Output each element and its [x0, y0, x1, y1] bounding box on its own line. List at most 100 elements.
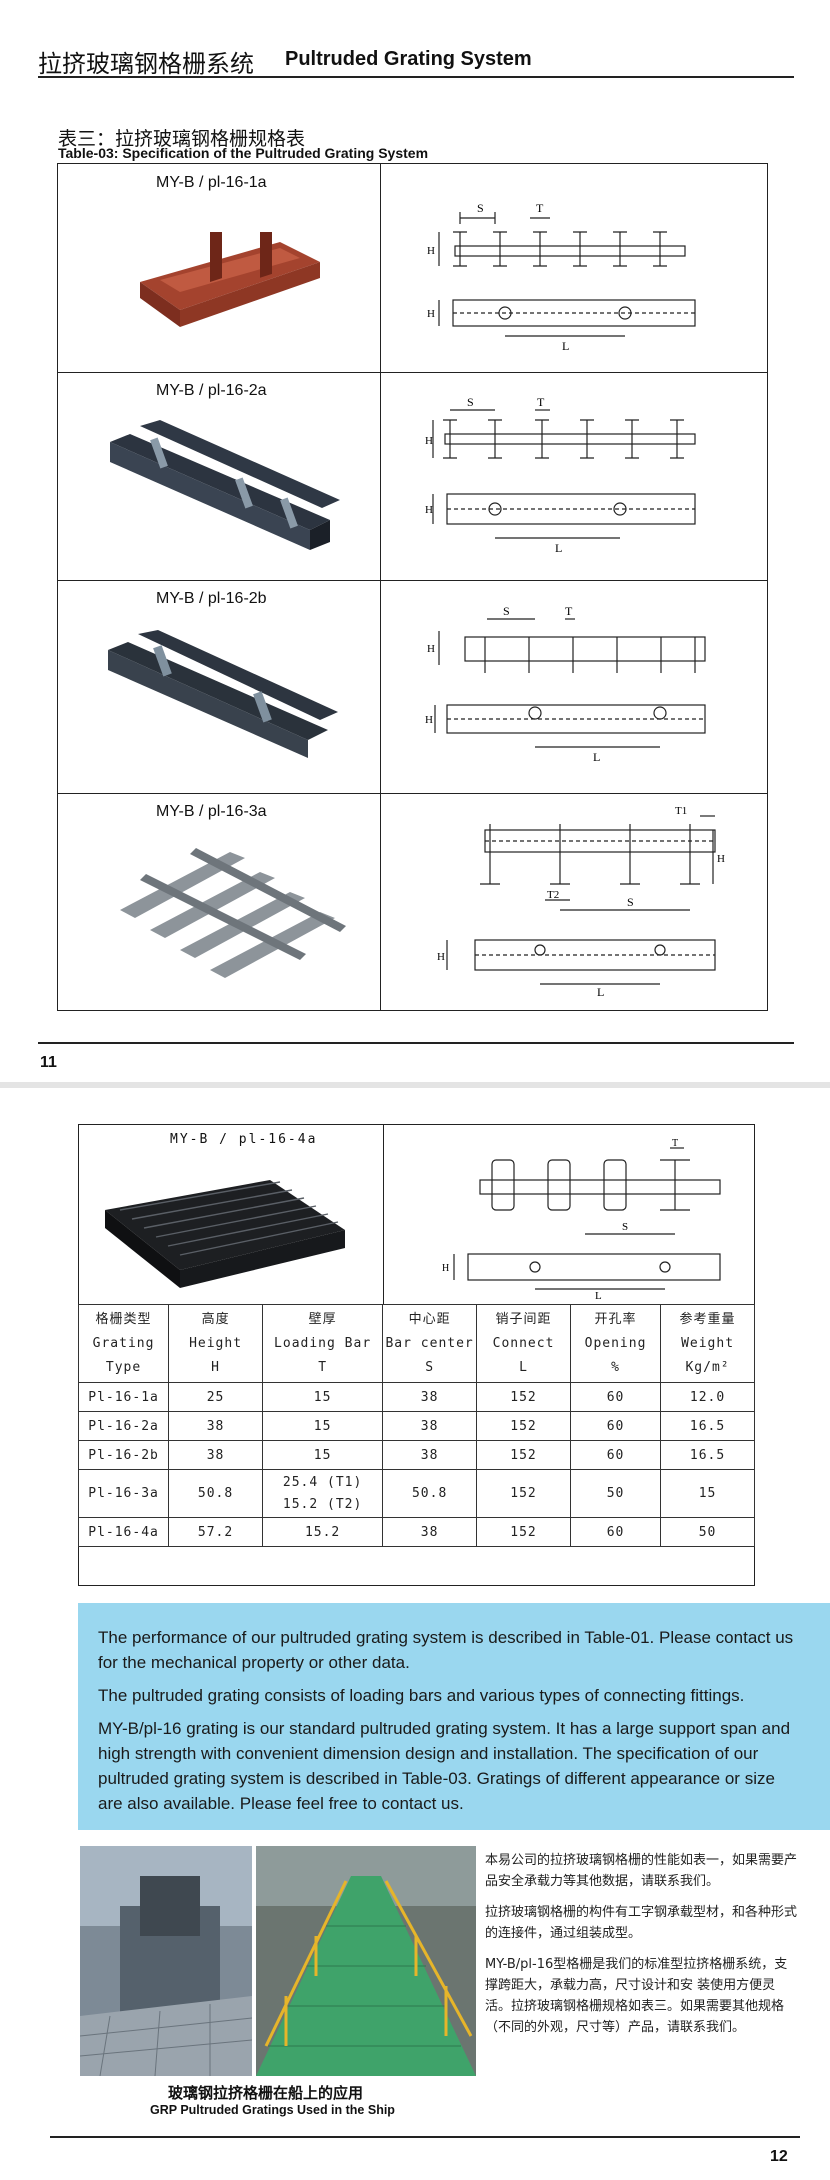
spec-header-line: S: [425, 1359, 435, 1375]
spec-cell: 50: [569, 1469, 662, 1518]
dim-label-h: H: [425, 714, 433, 726]
footer-rule: [50, 2136, 800, 2138]
spec-header-line: 开孔率: [594, 1311, 637, 1327]
model-label-2b: MY-B / pl-16-2b: [156, 590, 267, 607]
description-para-1: The performance of our pultruded grating…: [98, 1628, 794, 1672]
spec-header-line: 销子间距: [495, 1311, 552, 1327]
model-label-3a: MY-B / pl-16-3a: [156, 803, 267, 820]
drawing-2b: S T H H L: [425, 604, 706, 764]
dim-label-t: T: [672, 1138, 678, 1149]
spec-cell: Pl-16-3a: [77, 1469, 170, 1518]
product-image-2a: [110, 420, 340, 550]
spec-cell: 50: [660, 1517, 755, 1547]
photo-caption-en: GRP Pultruded Gratings Used in the Ship: [150, 2103, 395, 2117]
dim-label-s: S: [467, 395, 474, 409]
footer-rule: [38, 1042, 794, 1044]
spec-cell-line: 15.2 (T2): [282, 1496, 363, 1512]
description-para-2: The pultruded grating consists of loadin…: [98, 1686, 745, 1705]
cn-para-1: 本易公司的拉挤玻璃钢格栅的性能如表一，如果需要产品安全承载力等其他数据，请联系我…: [485, 1853, 798, 1889]
dim-label-h: H: [425, 435, 433, 447]
spec-cell: 38: [382, 1440, 478, 1470]
spec-header-line: 中心距: [408, 1311, 451, 1327]
model-label-1a: MY-B / pl-16-1a: [156, 174, 267, 191]
dim-label-l: L: [593, 750, 600, 764]
page-number-12: 12: [770, 2148, 788, 2165]
drawing-2a: S T H H L: [425, 395, 696, 555]
spec-cell: 15: [262, 1382, 384, 1412]
header-rule: [38, 76, 794, 78]
spec-cell: 152: [476, 1411, 571, 1441]
table3-title-en: Table-03: Specification of the Pultruded…: [58, 145, 429, 161]
spec-header-line: H: [211, 1359, 220, 1375]
spec-cell: 12.0: [660, 1382, 755, 1412]
dim-label-h: H: [427, 643, 435, 655]
dim-label-h: H: [425, 504, 433, 516]
spec-header-line: L: [519, 1359, 528, 1375]
table3-title-cn: 表三：拉挤玻璃钢格栅规格表: [58, 128, 306, 150]
spec-cell: 38: [382, 1517, 478, 1547]
cn-description: 本易公司的拉挤玻璃钢格栅的性能如表一，如果需要产品安全承载力等其他数据，请联系我…: [485, 1850, 800, 2038]
spec-cell: 60: [569, 1411, 662, 1441]
dim-label-t2: T2: [547, 889, 559, 901]
spec-cell: 38: [382, 1382, 478, 1412]
row-divider: [57, 793, 768, 794]
page-gap: [0, 1082, 830, 1088]
drawing-3a: T1 H T2 S H L: [437, 805, 725, 999]
spec-cell: 25.4 (T1) 15.2 (T2): [262, 1469, 384, 1518]
model-label-2a: MY-B / pl-16-2a: [156, 382, 267, 399]
spec-cell-line: 25.4 (T1): [282, 1474, 363, 1490]
spec-header-line: Grating: [92, 1335, 155, 1351]
dim-label-l: L: [555, 541, 562, 555]
ship-photo-deck: [80, 1846, 252, 2076]
cn-para-2: 拉挤玻璃钢格栅的构件有工字钢承载型材，和各种形式的连接件，通过组装成型。: [485, 1905, 798, 1941]
description-para-3: MY-B/pl-16 grating is our standard pultr…: [98, 1719, 791, 1813]
spec-cell: Pl-16-1a: [77, 1382, 170, 1412]
dim-label-l: L: [562, 339, 569, 353]
spec-cell: 60: [569, 1382, 662, 1412]
spec-header-line: Loading Bar: [274, 1335, 372, 1351]
spec-header-line: %: [611, 1359, 620, 1375]
spec-header-line: 壁厚: [308, 1311, 337, 1327]
dim-label-h: H: [442, 1263, 449, 1274]
spec-cell: Pl-16-2a: [77, 1411, 170, 1441]
spec-cell: 50.8: [168, 1469, 264, 1518]
page-header-cn: 拉挤玻璃钢格栅系统: [38, 50, 254, 78]
spec-cell: 15: [262, 1411, 384, 1441]
drawing-1a: S T H H L: [427, 201, 696, 353]
description-band: The performance of our pultruded grating…: [78, 1603, 830, 1830]
product-image-2b: [108, 630, 338, 758]
spec-header-line: 格栅类型: [95, 1311, 152, 1327]
spec-cell: 60: [569, 1440, 662, 1470]
spec-cell: 152: [476, 1469, 571, 1518]
page-header-en: Pultruded Grating System: [285, 48, 532, 70]
dim-label-h: H: [427, 245, 435, 257]
spec-cell: 152: [476, 1440, 571, 1470]
dim-label-t: T: [565, 604, 573, 618]
row-divider: [57, 580, 768, 581]
spec-header-line: Bar center: [385, 1335, 474, 1351]
dim-label-h: H: [437, 951, 445, 963]
page-number-11: 11: [40, 1054, 57, 1071]
row-divider: [57, 372, 768, 373]
product-image-3a: [120, 848, 346, 978]
table-divider: [380, 163, 381, 1011]
spec-cell: 16.5: [660, 1440, 755, 1470]
spec-cell: 15.2: [262, 1517, 384, 1547]
photo-caption-cn: 玻璃钢拉挤格栅在船上的应用: [168, 2084, 364, 2102]
spec-figure-table: [57, 163, 768, 1011]
dim-label-t1: T1: [675, 805, 687, 817]
spec-cell: 38: [168, 1411, 264, 1441]
dim-label-s: S: [622, 1221, 628, 1233]
spec-header-line: 高度: [201, 1311, 230, 1327]
spec-cell: Pl-16-2b: [77, 1440, 170, 1470]
